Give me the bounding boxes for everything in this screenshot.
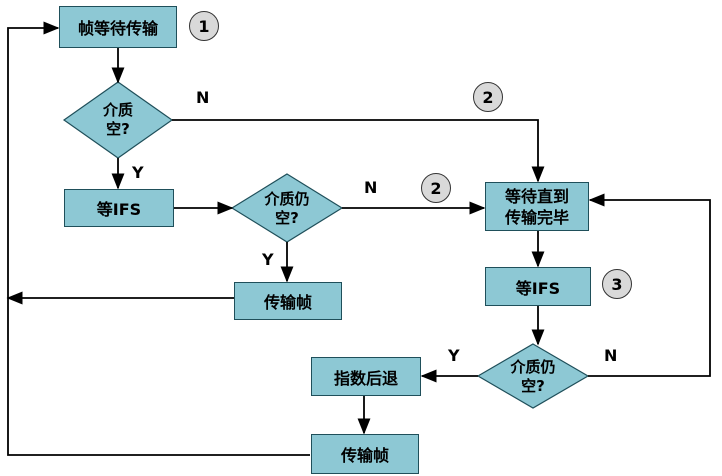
node-frame-wait: 帧等待传输 [59, 6, 177, 48]
decision-2-line-2: 空? [275, 209, 299, 227]
node-transmit-frame-2: 传输帧 [311, 434, 419, 474]
node-wait-done: 等待直到 传输完毕 [485, 182, 589, 231]
label-y-1: Y [132, 163, 144, 182]
label-y-3: Y [448, 346, 460, 365]
decision-medium-idle-1-text: 介质 空? [78, 98, 158, 142]
node-wait-ifs-2: 等IFS [485, 267, 591, 306]
label-n-1: N [196, 88, 210, 107]
edge-d1-no [172, 119, 545, 183]
edge-transmit2-loop [7, 21, 310, 456]
label-y-2: Y [262, 250, 274, 269]
node-transmit-frame-1: 传输帧 [234, 282, 342, 320]
node-wait-done-line-2: 传输完毕 [504, 207, 569, 227]
decision-2-line-1: 介质仍 [264, 190, 310, 208]
decision-medium-idle-3 [476, 343, 590, 409]
node-backoff: 指数后退 [311, 357, 421, 396]
node-wait-ifs-1: 等IFS [64, 189, 174, 227]
decision-medium-idle-3-text: 介质仍 空? [488, 355, 578, 399]
node-wait-done-line-1: 等待直到 [504, 186, 569, 206]
badge-3: 3 [602, 269, 632, 299]
decision-medium-idle-2-text: 介质仍 空? [242, 187, 332, 231]
badge-1: 1 [189, 11, 219, 41]
label-n-2: N [364, 178, 378, 197]
decision-3-line-1: 介质仍 [510, 358, 556, 376]
decision-1-line-1: 介质 [102, 101, 133, 119]
badge-2a: 2 [473, 82, 503, 112]
edge-d3-no [588, 193, 711, 377]
label-n-3: N [604, 346, 618, 365]
decision-1-line-2: 空? [106, 120, 130, 138]
badge-2b: 2 [421, 173, 451, 203]
decision-3-line-2: 空? [521, 377, 545, 395]
